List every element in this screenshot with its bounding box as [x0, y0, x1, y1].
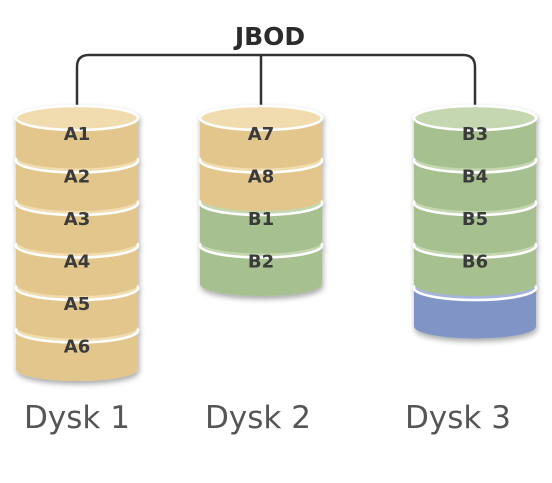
segment-body	[414, 118, 536, 169]
segment-body	[200, 118, 322, 169]
segment-body	[414, 203, 536, 254]
disk-3: B6 B5 B4 B3	[412, 104, 538, 339]
segment-body	[16, 245, 138, 296]
disk-2: B2 B1 A8 A7	[198, 104, 324, 296]
segment-label: B4	[462, 167, 488, 188]
segment-label: B5	[462, 209, 488, 230]
segment-label: B3	[462, 124, 488, 145]
segment-label: B1	[248, 209, 274, 230]
segment-label: A5	[64, 294, 90, 315]
segment-body	[16, 118, 138, 169]
disk-1: A6 A5 A4 A3 A2 A1	[14, 104, 140, 381]
segment-body	[16, 203, 138, 254]
segment-label: A8	[248, 167, 274, 188]
segment-label: A3	[64, 209, 90, 230]
disk-segment: A1	[14, 104, 140, 169]
segment-body	[16, 160, 138, 211]
disk-segment: A7	[198, 104, 324, 169]
diagram-title: JBOD	[233, 22, 305, 51]
segment-label: B2	[248, 252, 274, 273]
segment-body	[414, 160, 536, 211]
connector-line	[75, 53, 477, 112]
segment-body	[16, 330, 138, 381]
segment-body	[200, 245, 322, 296]
segment-body	[200, 203, 322, 254]
segment-top	[412, 104, 538, 132]
segment-label: A2	[64, 167, 90, 188]
segment-label: A1	[64, 124, 90, 145]
jbod-connector	[75, 53, 477, 112]
disk-label: Dysk 2	[205, 400, 311, 436]
segment-label: A4	[64, 252, 90, 273]
segment-top	[14, 104, 140, 132]
disk-label: Dysk 1	[24, 400, 130, 436]
segment-body	[414, 245, 536, 296]
segment-body	[200, 160, 322, 211]
segment-body	[414, 288, 536, 339]
segment-body	[16, 288, 138, 339]
disk-label: Dysk 3	[405, 400, 511, 436]
segment-top	[198, 104, 324, 132]
segment-label: A6	[64, 337, 90, 358]
disk-segment: B3	[412, 104, 538, 169]
segment-label: A7	[248, 124, 274, 145]
segment-label: B6	[462, 252, 488, 273]
